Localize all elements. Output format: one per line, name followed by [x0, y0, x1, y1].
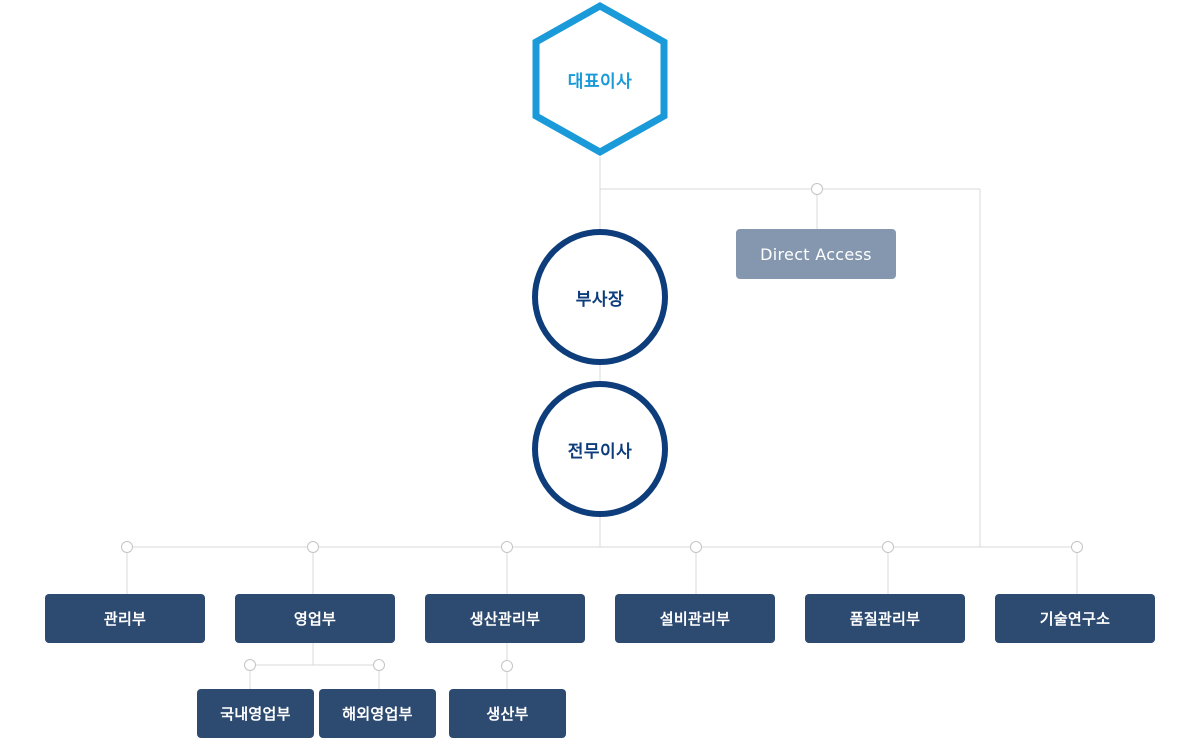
vice-president-label: 부사장 [575, 289, 625, 310]
junction-dot-production [501, 660, 513, 672]
department-label: 품질관리부 [849, 610, 921, 628]
junction-dot-direct-access [811, 183, 823, 195]
subunit-label: 해외영업부 [342, 705, 413, 723]
junction-dot-domestic-sales [244, 659, 256, 671]
subunit-box-overseas-sales: 해외영업부 [319, 689, 436, 738]
department-label: 관리부 [103, 610, 147, 628]
subunit-box-production: 생산부 [449, 689, 566, 738]
junction-dot-production-management [501, 541, 513, 553]
department-label: 설비관리부 [659, 610, 731, 628]
department-box-sales: 영업부 [235, 594, 395, 643]
department-label: 기술연구소 [1039, 610, 1111, 628]
managing-director-label: 전무이사 [567, 441, 633, 462]
department-box-management: 관리부 [45, 594, 205, 643]
managing-director-node: 전무이사 [532, 381, 668, 517]
junction-dot-overseas-sales [373, 659, 385, 671]
vice-president-node: 부사장 [532, 229, 668, 365]
department-label: 영업부 [293, 610, 337, 628]
ceo-node: 대표이사 [531, 1, 669, 157]
hexagon-shape [532, 1, 668, 157]
department-box-production-management: 생산관리부 [425, 594, 585, 643]
junction-dot-quality-management [882, 541, 894, 553]
subunit-label: 국내영업부 [220, 705, 291, 723]
junction-dot-sales [307, 541, 319, 553]
subunit-box-domestic-sales: 국내영업부 [197, 689, 314, 738]
subunit-label: 생산부 [486, 705, 529, 723]
department-box-quality-management: 품질관리부 [805, 594, 965, 643]
junction-dot-research-lab [1071, 541, 1083, 553]
department-label: 생산관리부 [469, 610, 541, 628]
junction-dot-facility-management [690, 541, 702, 553]
junction-dot-management [121, 541, 133, 553]
direct-access-label: Direct Access [760, 244, 872, 264]
direct-access-box: Direct Access [736, 229, 896, 279]
ceo-label: 대표이사 [567, 71, 633, 92]
department-box-facility-management: 설비관리부 [615, 594, 775, 643]
department-box-research-lab: 기술연구소 [995, 594, 1155, 643]
